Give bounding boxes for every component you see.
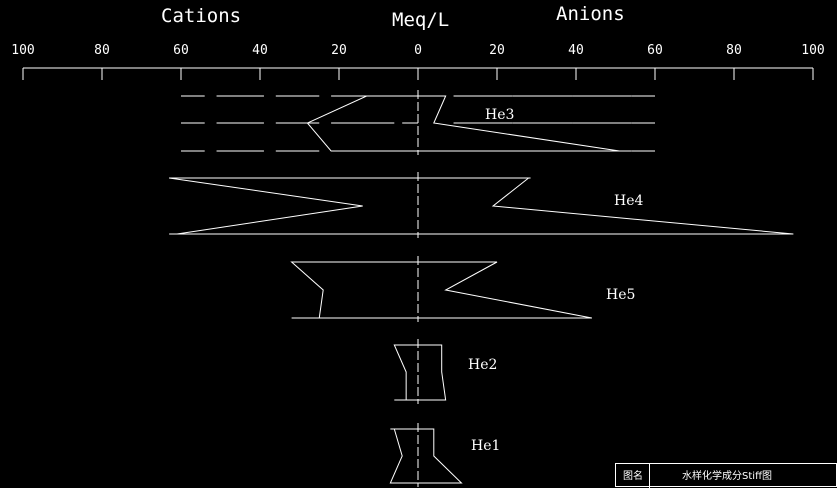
polygon-he3 — [306, 95, 620, 152]
sample-label-he2: He2 — [468, 357, 498, 373]
sample-label-he5: He5 — [606, 287, 636, 303]
scale-axis — [22, 67, 814, 80]
tick-label: 0 — [414, 43, 422, 58]
anions-header: Anions — [556, 3, 625, 25]
tick-label: 60 — [647, 43, 663, 58]
title-block: 图名 水样化学成分Stiff图 — [615, 463, 837, 488]
tick-label: 40 — [252, 43, 268, 58]
meq-header: Meq/L — [392, 9, 450, 31]
polygon-he4 — [169, 177, 794, 235]
cations-header: Cations — [161, 5, 242, 27]
title-block-label: 图名 — [623, 471, 643, 482]
title-block-value: 水样化学成分Stiff图 — [682, 471, 772, 482]
polygon-he5 — [290, 261, 592, 319]
tick-label: 100 — [801, 43, 825, 58]
tick-label: 60 — [173, 43, 189, 58]
polygon-he1 — [389, 428, 463, 484]
polygons — [169, 95, 794, 484]
tick-label: 20 — [331, 43, 347, 58]
title-block-divider — [649, 464, 650, 488]
tick-label: 40 — [568, 43, 584, 58]
sample-label-he3: He3 — [485, 107, 515, 123]
guide-lines — [169, 90, 794, 487]
tick-label: 80 — [726, 43, 742, 58]
tick-label: 80 — [94, 43, 110, 58]
tick-label: 100 — [11, 43, 35, 58]
tick-label: 20 — [489, 43, 505, 58]
polygon-he2 — [393, 344, 447, 401]
sample-label-he1: He1 — [471, 438, 501, 454]
sample-label-he4: He4 — [614, 193, 644, 209]
